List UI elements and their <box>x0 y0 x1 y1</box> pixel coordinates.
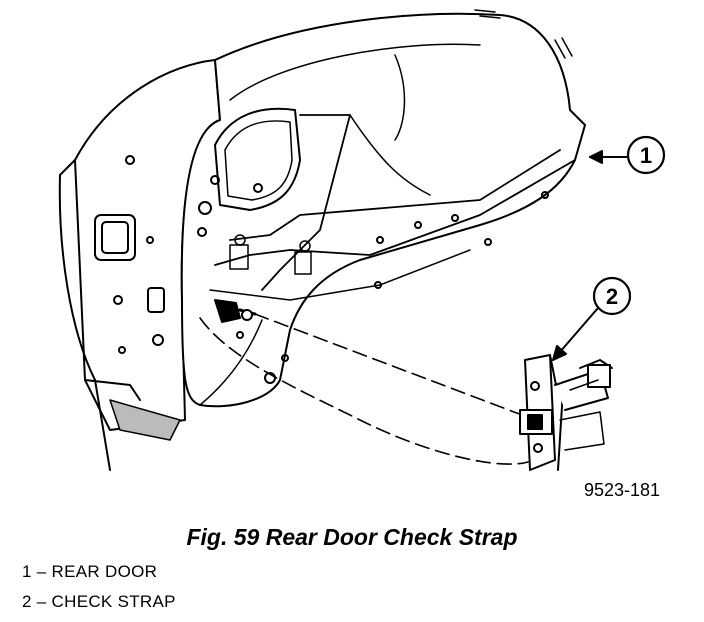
rear-door <box>180 9 586 408</box>
retaining-bolt <box>214 299 257 323</box>
door-check-strap-illustration: 1 2 <box>58 9 666 471</box>
callout-2-number: 2 <box>606 284 618 309</box>
legend-item-rear-door: 1 – REAR DOOR <box>22 562 158 581</box>
callout-1: 1 <box>589 135 666 175</box>
check-strap <box>519 354 613 471</box>
callout-2: 2 <box>552 276 632 361</box>
legend-item-check-strap: 2 – CHECK STRAP <box>22 592 176 611</box>
callout-1-number: 1 <box>640 143 652 168</box>
figure-code: 9523-181 <box>584 480 661 500</box>
installation-path <box>199 313 531 465</box>
figure-caption: Fig. 59 Rear Door Check Strap <box>186 524 518 550</box>
